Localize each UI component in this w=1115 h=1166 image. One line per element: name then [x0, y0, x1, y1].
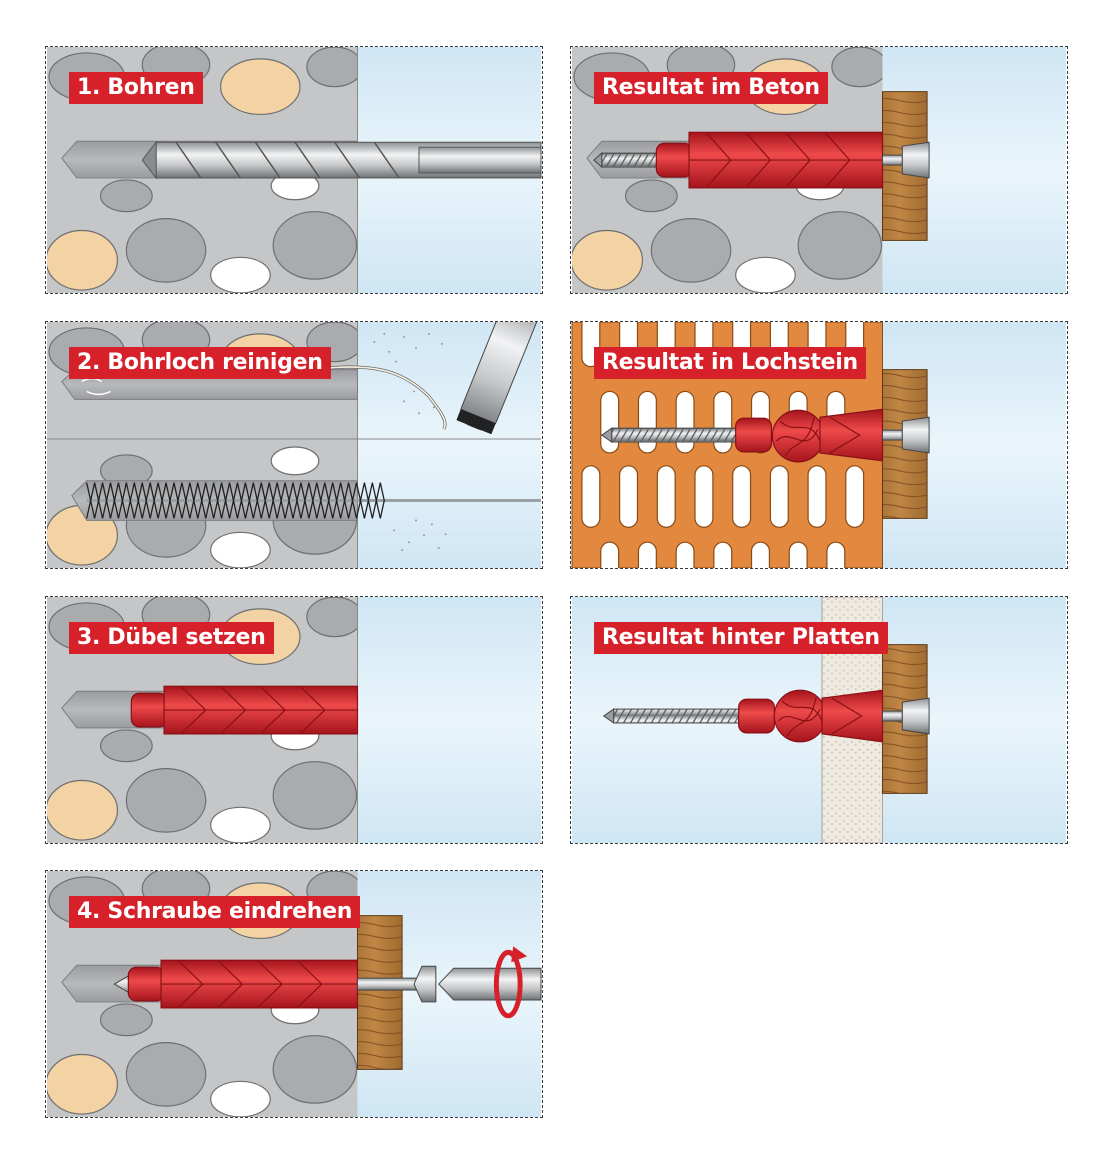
step-label-cleaning: 2. Bohrloch reinigen: [69, 347, 331, 379]
panel-drilling: 1. Bohren: [45, 46, 543, 294]
result-label-concrete: Resultat im Beton: [594, 72, 828, 104]
step-label-drilling: 1. Bohren: [69, 72, 203, 104]
result-label-perforated-brick: Resultat in Lochstein: [594, 347, 866, 379]
panel-result-behind-board: Resultat hinter Platten: [570, 596, 1068, 844]
panel-screw-in: 4. Schraube eindrehen: [45, 870, 543, 1118]
result-label-behind-board: Resultat hinter Platten: [594, 622, 888, 654]
panel-cleaning: 2. Bohrloch reinigen: [45, 321, 543, 569]
step-label-insert-dowel: 3. Dübel setzen: [69, 622, 274, 654]
step-label-screw-in: 4. Schraube eindrehen: [69, 896, 361, 928]
panel-result-perforated-brick: Resultat in Lochstein: [570, 321, 1068, 569]
panel-result-concrete: Resultat im Beton: [570, 46, 1068, 294]
panel-insert-dowel: 3. Dübel setzen: [45, 596, 543, 844]
